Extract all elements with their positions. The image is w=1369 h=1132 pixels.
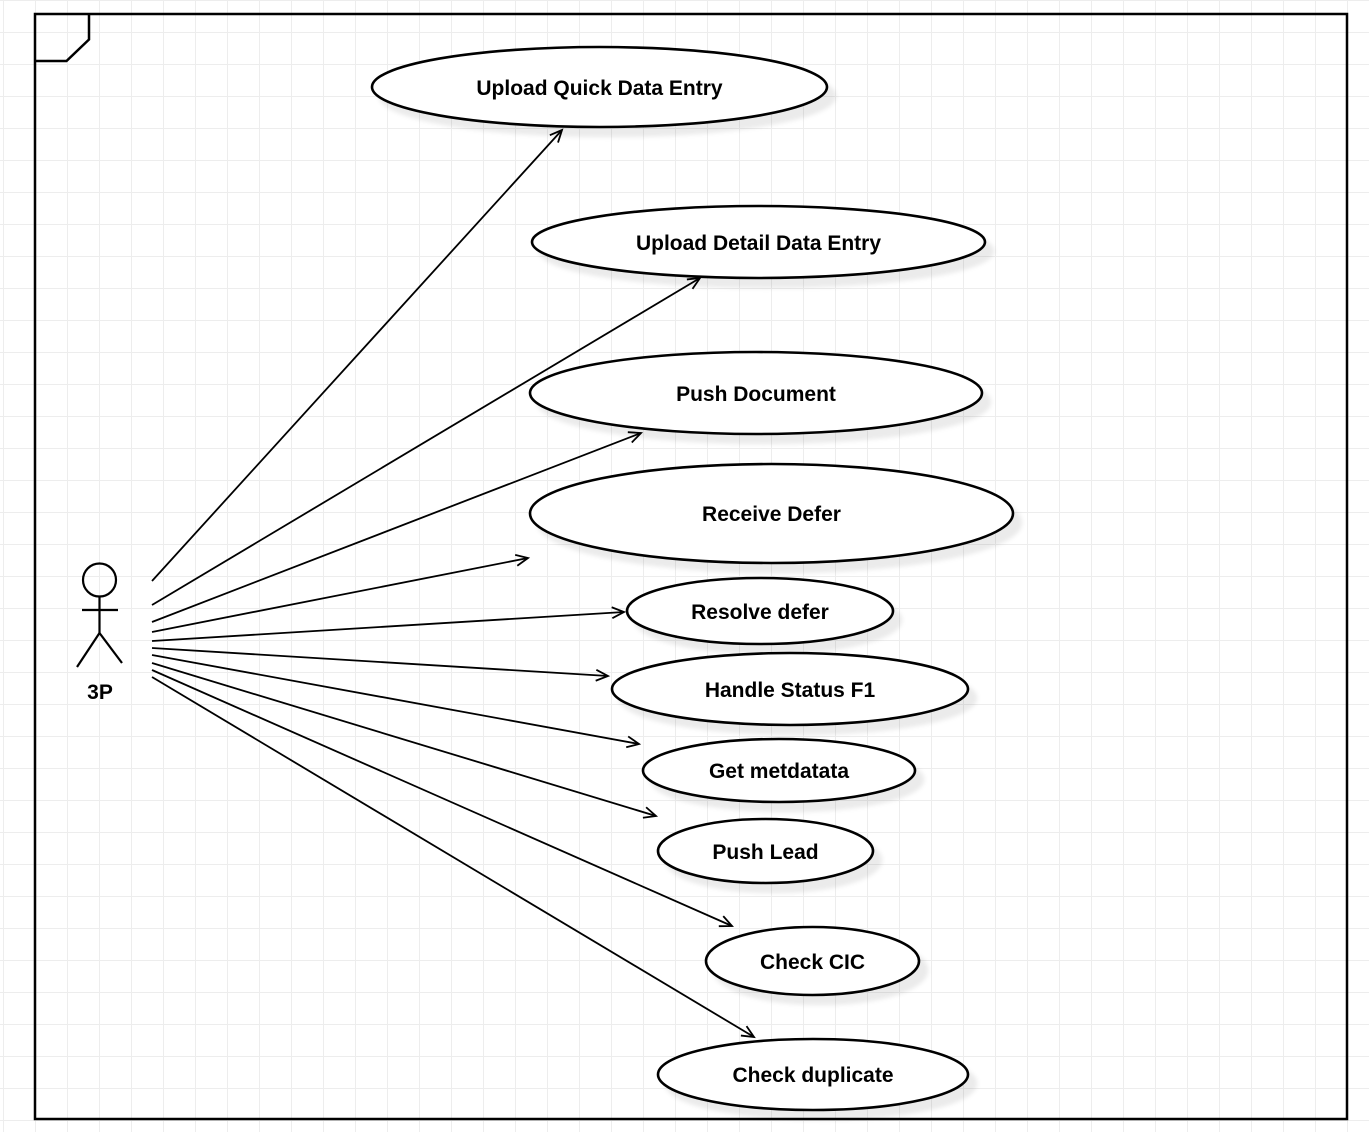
frame-border: [33, 12, 1349, 1121]
connector-3p-to-check-duplicate[interactable]: [151, 676, 756, 1039]
usecase-receive-defer[interactable]: Receive Defer: [528, 462, 1015, 565]
usecase-label: Get metdatata: [709, 760, 849, 783]
usecase-ellipse[interactable]: [528, 350, 984, 436]
usecase-label: Receive Defer: [702, 503, 841, 526]
usecase-label: Check duplicate: [732, 1064, 893, 1087]
usecase-ellipse[interactable]: [370, 45, 829, 129]
usecase-label: Check CIC: [760, 951, 865, 974]
usecase-ellipse[interactable]: [656, 817, 875, 885]
connector-3p-to-upload-detail-data-entry[interactable]: [151, 276, 702, 606]
usecase-label: Push Lead: [712, 841, 818, 864]
actor-left-leg[interactable]: [76, 632, 101, 668]
connectors: [151, 128, 756, 1039]
usecase-get-metdatata[interactable]: Get metdatata: [641, 737, 917, 804]
usecase-ellipse[interactable]: [641, 737, 917, 804]
usecase-label: Resolve defer: [691, 601, 829, 624]
usecase-push-document[interactable]: Push Document: [528, 350, 984, 436]
connector-3p-to-push-lead[interactable]: [151, 662, 659, 819]
connector-3p-to-receive-defer[interactable]: [151, 554, 531, 633]
actor-3p[interactable]: 3P: [76, 562, 123, 705]
usecase-upload-detail-data-entry[interactable]: Upload Detail Data Entry: [530, 204, 987, 280]
usecase-handle-status-f1[interactable]: Handle Status F1: [610, 651, 970, 727]
connector-3p-to-check-cic[interactable]: [151, 669, 734, 928]
connector-3p-to-upload-quick-data-entry[interactable]: [151, 128, 564, 582]
connector-3p-to-resolve-defer[interactable]: [151, 606, 627, 642]
actor-head[interactable]: [81, 562, 118, 598]
usecase-upload-quick-data-entry[interactable]: Upload Quick Data Entry: [370, 45, 829, 129]
usecase-resolve-defer[interactable]: Resolve defer: [625, 576, 895, 646]
usecase-ellipse[interactable]: [656, 1037, 970, 1112]
usecase-label: Handle Status F1: [705, 679, 876, 702]
connector-3p-to-handle-status-f1[interactable]: [151, 647, 611, 682]
usecase-ellipse[interactable]: [530, 204, 987, 280]
usecase-check-cic[interactable]: Check CIC: [704, 925, 921, 997]
usecase-ellipse[interactable]: [610, 651, 970, 727]
actor-right-leg[interactable]: [98, 632, 123, 664]
usecase-label: Push Document: [676, 383, 836, 406]
usecase-ellipse[interactable]: [528, 462, 1015, 565]
frame-label-notch: [35, 14, 91, 63]
usecase-label: Upload Detail Data Entry: [636, 232, 881, 255]
usecase-ellipse[interactable]: [625, 576, 895, 646]
usecase-ellipse[interactable]: [704, 925, 921, 997]
connector-3p-to-push-document[interactable]: [151, 431, 644, 623]
actor-label: 3P: [87, 681, 113, 704]
usecase-push-lead[interactable]: Push Lead: [656, 817, 875, 885]
usecase-label: Upload Quick Data Entry: [476, 77, 723, 100]
usecase-check-duplicate[interactable]: Check duplicate: [656, 1037, 970, 1112]
connector-3p-to-get-metdatata[interactable]: [151, 654, 642, 749]
